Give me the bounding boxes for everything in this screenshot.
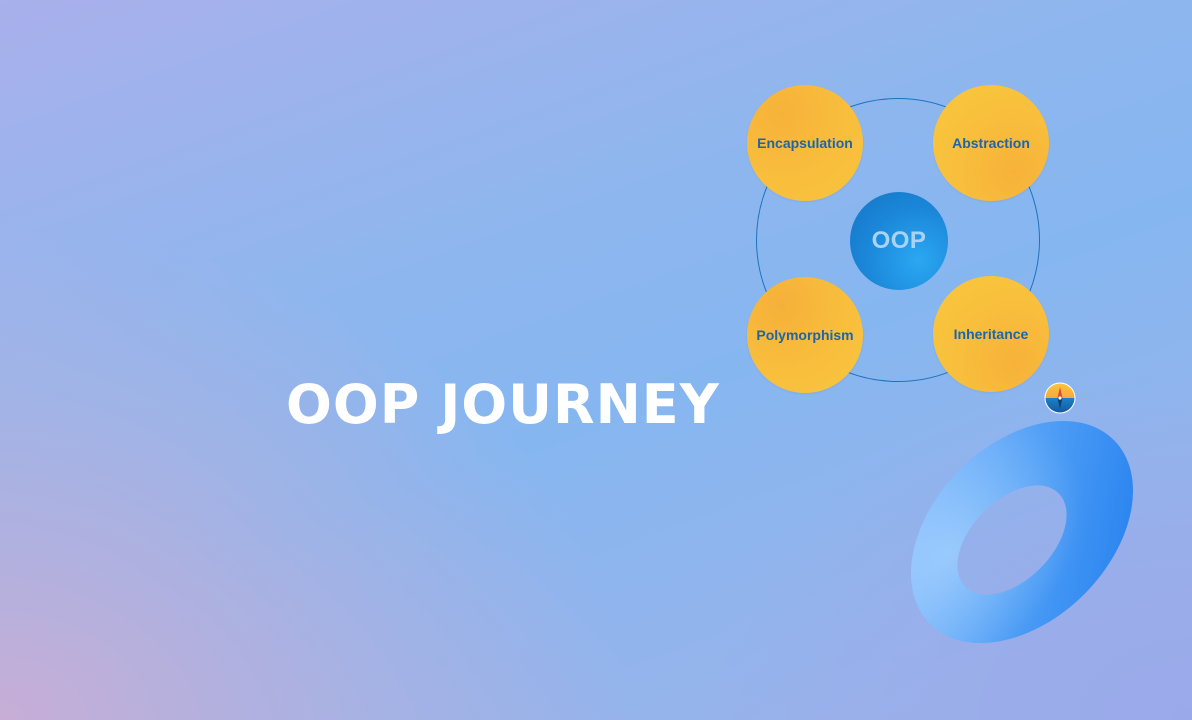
concept-abstraction: Abstraction bbox=[933, 85, 1049, 201]
oop-diagram: OOP Encapsulation Abstraction Polymorphi… bbox=[740, 80, 1060, 400]
oop-center-node: OOP bbox=[850, 192, 948, 290]
page-title: OOP JOURNEY bbox=[286, 373, 720, 436]
concept-encapsulation: Encapsulation bbox=[747, 85, 863, 201]
diagram-ring bbox=[756, 98, 1040, 382]
concept-polymorphism: Polymorphism bbox=[747, 277, 863, 393]
torus-decoration bbox=[900, 412, 1140, 654]
compass-icon bbox=[1044, 382, 1076, 414]
concept-inheritance: Inheritance bbox=[933, 276, 1049, 392]
